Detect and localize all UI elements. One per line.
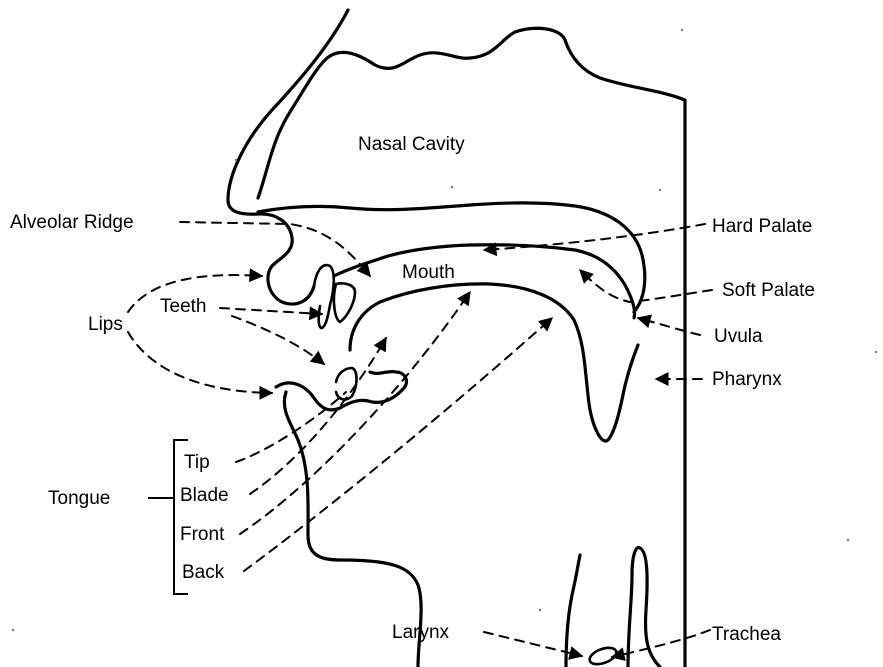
label-larynx: Larynx (392, 622, 450, 643)
label-trachea: Trachea (712, 624, 781, 645)
label-alveolar-ridge: Alveolar Ridge (10, 212, 134, 233)
trachea-pointer (612, 630, 710, 657)
lower-tooth-outline (334, 283, 355, 322)
lips-lower-pointer (128, 332, 272, 393)
label-mouth: Mouth (402, 262, 455, 283)
nasal-cavity-outline (258, 28, 685, 667)
teeth-lower-pointer (232, 316, 324, 364)
uvula-pointer (638, 318, 700, 335)
upper-tooth-outline (314, 265, 334, 328)
label-front: Front (180, 524, 225, 545)
teeth-upper-pointer (220, 308, 322, 314)
palate-roof-outline (258, 203, 645, 312)
label-nasal-cavity: Nasal Cavity (358, 134, 465, 155)
label-blade: Blade (180, 485, 229, 506)
face-outline (228, 10, 348, 304)
tongue-outline (350, 284, 638, 441)
label-tongue: Tongue (48, 488, 110, 509)
label-hard-palate: Hard Palate (712, 216, 812, 237)
label-pharynx: Pharynx (712, 369, 782, 390)
label-back: Back (182, 562, 225, 583)
alveolar-ridge-pointer (180, 222, 370, 276)
tongue-tip-outline (336, 368, 357, 399)
larynx-front-wall (566, 555, 580, 667)
label-lips: Lips (88, 314, 123, 335)
label-soft-palate: Soft Palate (722, 280, 815, 301)
soft-palate-outline (334, 245, 635, 318)
label-uvula: Uvula (714, 326, 763, 347)
back-pointer (244, 318, 552, 571)
label-tip: Tip (184, 452, 210, 473)
label-teeth: Teeth (160, 296, 206, 317)
